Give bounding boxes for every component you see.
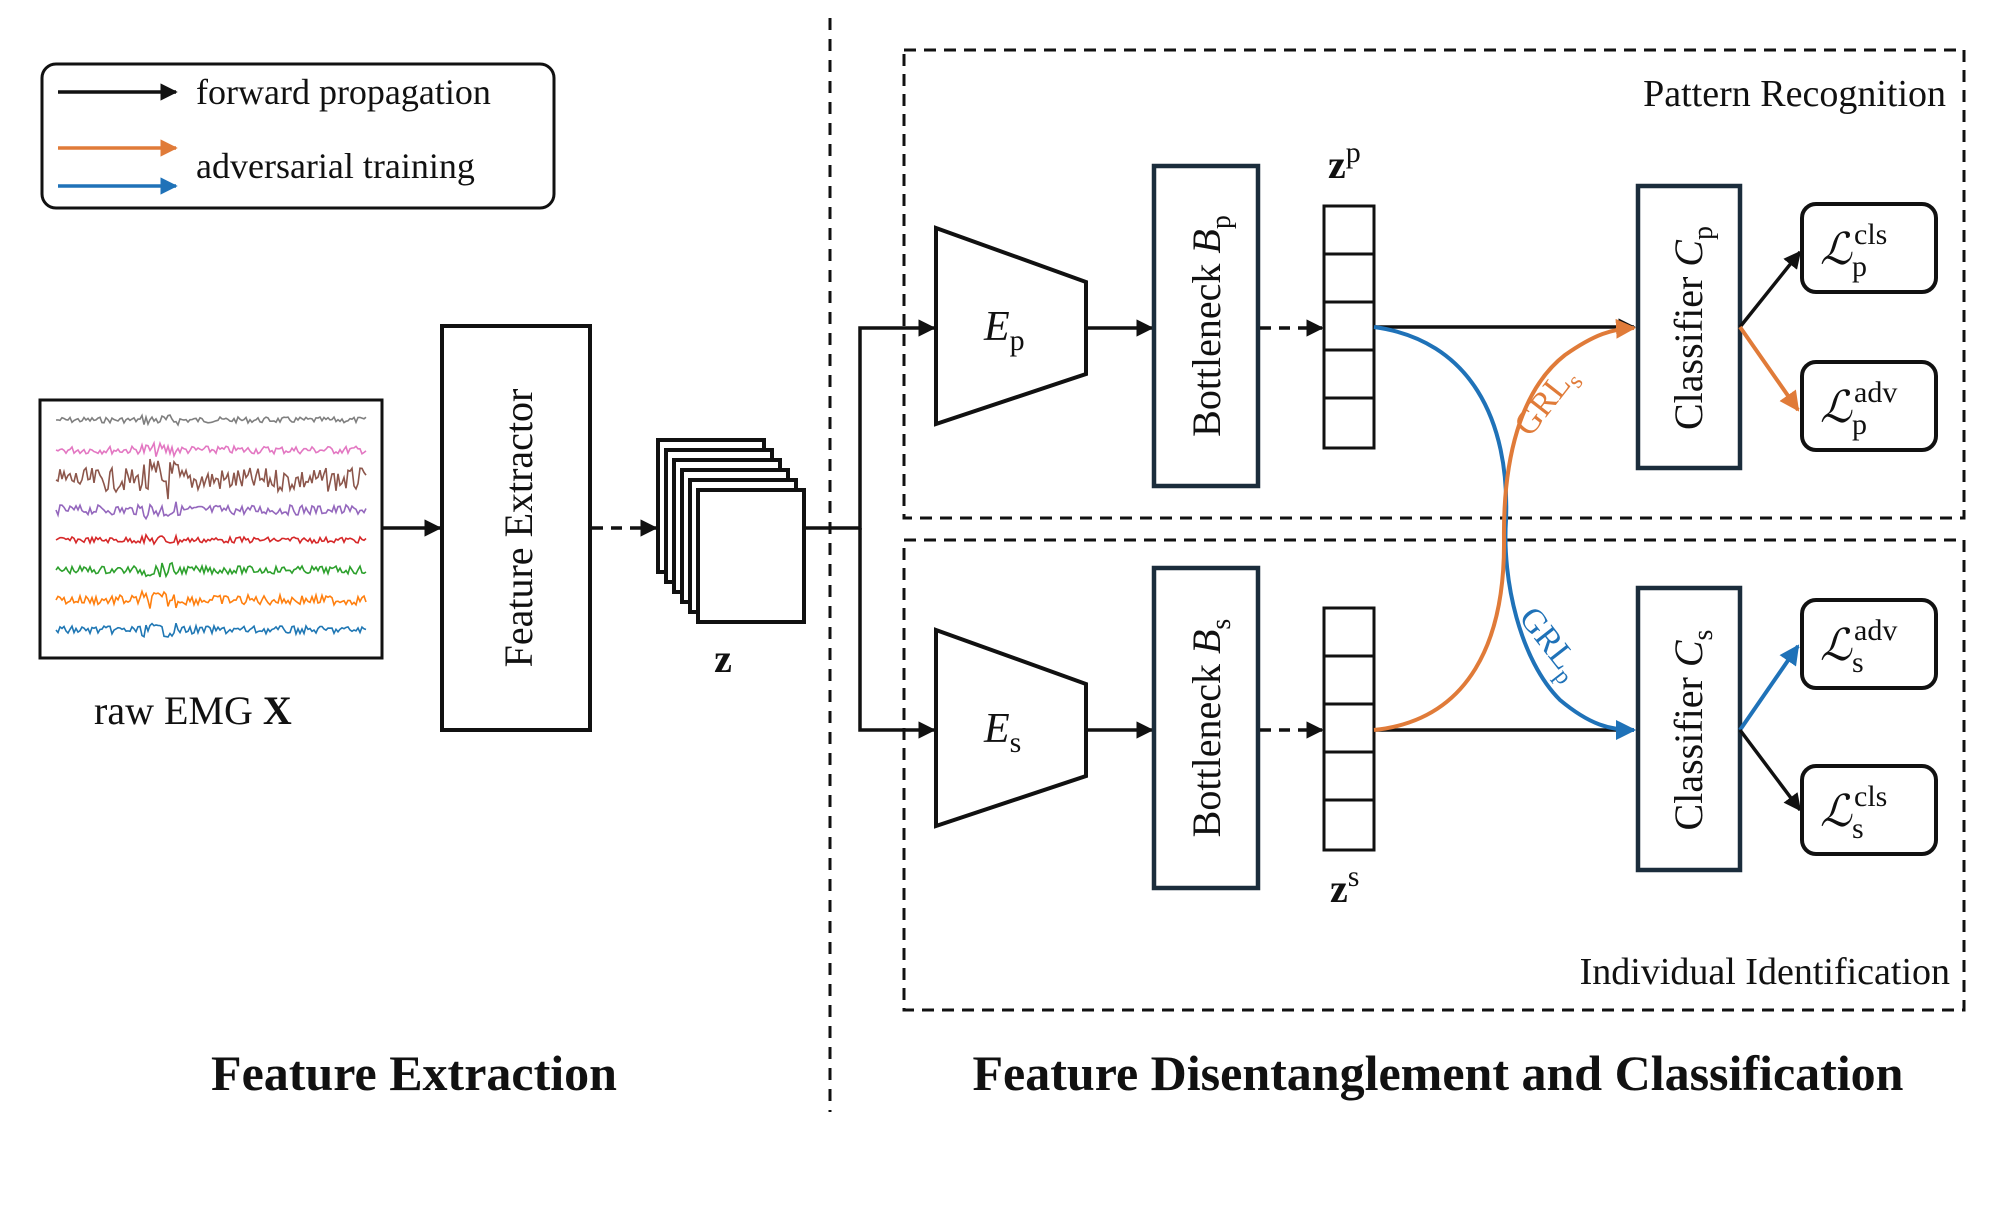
bottleneck-s: Bottleneck Bs	[1151, 565, 1261, 891]
classifier-s-label: Classifier Cs	[1666, 630, 1719, 831]
legend-adversarial-label: adversarial training	[196, 146, 475, 186]
loss-s-cls-sub: s	[1852, 812, 1864, 845]
raw-emg-input: raw EMG X	[38, 398, 384, 733]
loss-s-cls: ℒ cls s	[1800, 764, 1938, 856]
emg-channel-trace	[55, 440, 367, 459]
arrow-classifier-s-to-loss-s-cls	[1738, 728, 1802, 812]
region-pattern-label: Pattern Recognition	[1643, 73, 1946, 115]
latent-vector-zp: zp	[1322, 136, 1376, 450]
z-feature-maps: z	[656, 438, 806, 681]
loss-s-adv-sup: adv	[1854, 614, 1897, 647]
loss-s-cls-sup: cls	[1854, 780, 1887, 813]
raw-emg-label: raw EMG X	[94, 688, 292, 733]
classifier-s: Classifier Cs	[1635, 585, 1743, 873]
encoder-s: Es	[934, 627, 1088, 829]
loss-p-adv-sub: p	[1852, 408, 1867, 441]
arrow-classifier-p-to-loss-p-adv	[1738, 325, 1800, 412]
loss-p-adv: ℒ adv p	[1800, 360, 1938, 452]
emg-channel-trace	[55, 622, 367, 638]
section-title-disentanglement: Feature Disentanglement and Classificati…	[973, 1045, 1904, 1101]
adversarial-curve-zs-to-classifier-p	[1373, 318, 1636, 732]
classifier-p: Classifier Cp	[1635, 183, 1743, 471]
feature-extractor-label: Feature Extractor	[496, 389, 541, 668]
zp-label: zp	[1328, 136, 1361, 187]
emg-signals	[55, 413, 367, 638]
latent-vector-zs: zs	[1322, 606, 1376, 911]
arrow-classifier-p-to-loss-p-cls	[1738, 250, 1802, 329]
legend: forward propagation adversarial training	[40, 62, 556, 210]
z-label: z	[714, 636, 732, 681]
emg-channel-trace	[55, 458, 367, 500]
loss-s-cls-symbol: ℒ	[1820, 787, 1853, 836]
classifier-p-label: Classifier Cp	[1666, 226, 1719, 430]
emg-channel-trace	[55, 561, 367, 579]
legend-forward-label: forward propagation	[196, 72, 491, 112]
loss-s-adv-sub: s	[1852, 646, 1864, 679]
region-pattern-recognition	[902, 48, 1966, 520]
loss-s-adv: ℒ adv s	[1800, 598, 1938, 690]
loss-s-adv-symbol: ℒ	[1820, 621, 1853, 670]
loss-p-adv-sup: adv	[1854, 376, 1897, 409]
bottleneck-p-label: Bottleneck Bp	[1184, 215, 1237, 437]
loss-p-cls-sub: p	[1852, 250, 1867, 283]
arrow-classifier-s-to-loss-s-adv	[1738, 644, 1800, 732]
encoder-p: Ep	[934, 225, 1088, 427]
grl-p-label: GRLp	[1507, 600, 1590, 690]
loss-p-cls-symbol: ℒ	[1820, 225, 1853, 274]
section-title-feature-extraction: Feature Extraction	[211, 1045, 617, 1101]
bottleneck-p: Bottleneck Bp	[1151, 163, 1261, 489]
adversarial-curve-zp-to-classifier-s	[1373, 325, 1636, 740]
loss-p-cls: ℒ cls p	[1800, 202, 1938, 294]
encoder-p-label: Ep	[983, 304, 1025, 357]
bottleneck-s-label: Bottleneck Bs	[1184, 619, 1237, 838]
emg-channel-trace	[55, 501, 367, 521]
encoder-s-label: Es	[983, 706, 1021, 759]
region-individual-identification	[902, 538, 1966, 1012]
arrow-z-to-encoder-p	[806, 319, 936, 530]
arrow-z-to-encoder-s	[858, 528, 936, 739]
emg-channel-trace	[55, 413, 367, 427]
zs-label: zs	[1330, 860, 1359, 911]
grl-s-label: GRLs	[1507, 359, 1589, 446]
emg-channel-trace	[55, 588, 367, 609]
emg-channel-trace	[55, 532, 367, 547]
region-individual-label: Individual Identification	[1580, 951, 1950, 993]
loss-p-adv-symbol: ℒ	[1820, 383, 1853, 432]
loss-p-cls-sup: cls	[1854, 218, 1887, 251]
feature-extractor: Feature Extractor	[440, 324, 592, 732]
